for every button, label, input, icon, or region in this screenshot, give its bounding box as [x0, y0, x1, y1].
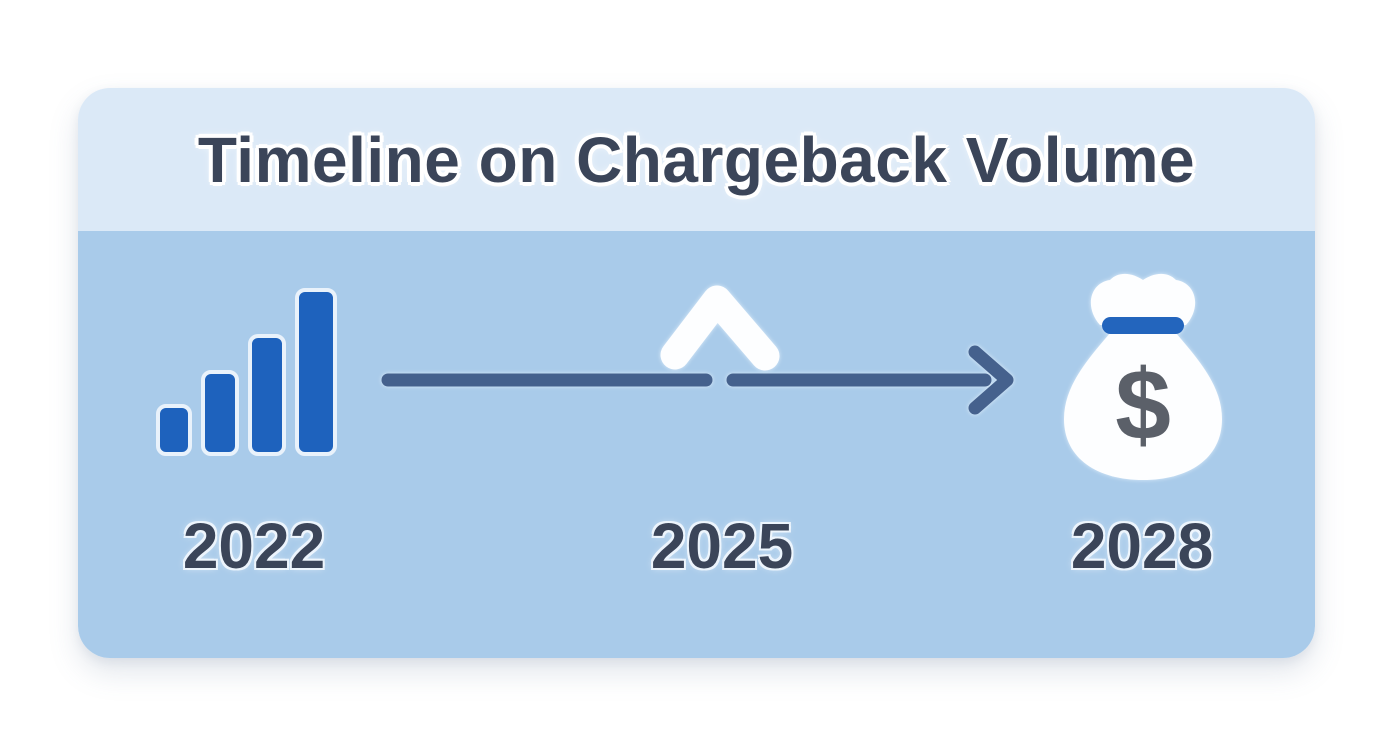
dollar-sign-glyph: $ [1115, 349, 1171, 461]
timeline-arrowhead [968, 345, 1014, 415]
timeline-arrow [381, 345, 1014, 415]
timeline-canvas: $ 2022 2025 2028 [78, 231, 1315, 658]
money-bag-icon: $ [1064, 273, 1222, 480]
bar-chart-bar-1 [156, 404, 192, 456]
bar-chart-bar-4 [295, 288, 337, 456]
bar-chart-bar-3 [248, 334, 286, 456]
up-arrow-icon [660, 285, 780, 450]
money-bag-body [1064, 332, 1222, 480]
up-arrow-head [660, 285, 780, 371]
bar-chart-bar-2 [201, 370, 239, 456]
milestone-year-2025: 2025 [650, 510, 794, 582]
bar-chart-icon [156, 286, 337, 456]
card-header: Timeline on Chargeback Volume [78, 88, 1315, 231]
money-bag-band [1102, 317, 1184, 334]
page-title: Timeline on Chargeback Volume [197, 123, 1196, 196]
timeline-card: Timeline on Chargeback Volume [78, 88, 1315, 658]
milestone-year-2028: 2028 [1070, 510, 1214, 582]
milestone-year-2022: 2022 [182, 510, 326, 582]
money-bag-knot [1090, 273, 1196, 325]
